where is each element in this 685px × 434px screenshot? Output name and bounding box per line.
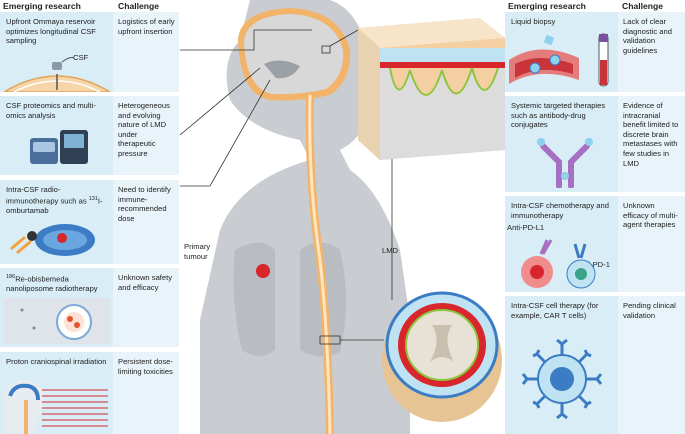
primary-tumour-mark xyxy=(256,264,270,278)
lung-shape xyxy=(233,242,275,356)
meninges-block xyxy=(358,18,505,160)
sequencer-machine-icon xyxy=(30,130,88,164)
anti-pd-l1-label: Anti-PD-L1 xyxy=(507,223,545,232)
checkpoint-inhibitor-illustration xyxy=(521,239,596,289)
left-header-challenge: Challenge xyxy=(118,1,160,11)
left-card-proteomics: CSF proteomics and multi-omics analysis … xyxy=(0,96,179,175)
left-card-radioimmuno: Intra-CSF radio-immunotherapy such as 13… xyxy=(0,180,179,264)
biopsy-challenge-text: Lack of clear diagnostic and validation … xyxy=(623,17,672,55)
anti-pd-1-label: Anti-PD-1 xyxy=(577,260,610,269)
radioimmuno-challenge-text: Need to identify immune-recommended dose xyxy=(118,185,171,223)
craniospinal-irradiation-illustration xyxy=(4,379,108,434)
left-card-ommaya: Upfront Ommaya reservoir optimizes longi… xyxy=(0,12,179,92)
nanoliposome-research-text: 186Re-obisbemeda nanoliposome radiothera… xyxy=(6,274,98,294)
biopsy-research-text: Liquid biopsy xyxy=(511,17,556,26)
left-card-proton: Proton craniospinal irradiation Persiste… xyxy=(0,352,179,434)
antibody-drug-conjugate-icon xyxy=(537,138,593,188)
spinal-cross-section xyxy=(382,291,502,422)
right-header-challenge: Challenge xyxy=(622,1,664,11)
primary-tumour-label: Primary tumour xyxy=(184,242,211,261)
brain xyxy=(244,14,344,95)
lmd-label: LMD xyxy=(382,246,399,255)
ommaya-research-text: Upfront Ommaya reservoir optimizes longi… xyxy=(6,17,96,46)
right-header-research: Emerging research xyxy=(508,1,586,11)
liquid-biopsy-illustration xyxy=(509,33,609,87)
nanoliposome-challenge-text: Unknown safety and efficacy xyxy=(118,273,173,292)
car-t-cell-illustration xyxy=(521,338,603,420)
right-card-systemic: Systemic targeted therapies such as anti… xyxy=(505,96,685,192)
radiolabelled-antibody-illustration xyxy=(10,224,95,256)
cell-therapy-challenge-text: Pending clinical validation xyxy=(623,301,676,320)
systemic-challenge-text: Evidence of intracranial benefit limited… xyxy=(623,101,679,168)
proton-research-text: Proton craniospinal irradiation xyxy=(6,357,107,366)
proteomics-research-text: CSF proteomics and multi-omics analysis xyxy=(6,101,96,120)
central-anatomy-illustration xyxy=(180,0,505,434)
left-card-nanoliposome: 186Re-obisbemeda nanoliposome radiothera… xyxy=(0,268,179,347)
right-card-chemo-immuno: Intra-CSF chemotherapy and immunotherapy… xyxy=(505,196,685,292)
systemic-research-text: Systemic targeted therapies such as anti… xyxy=(511,101,606,130)
radioimmuno-research-text: Intra-CSF radio-immunotherapy such as 13… xyxy=(6,185,103,215)
left-header-research: Emerging research xyxy=(3,1,81,11)
proton-challenge-text: Persistent dose-limiting toxicities xyxy=(118,357,173,376)
cell-therapy-research-text: Intra-CSF cell therapy (for example, CAR… xyxy=(511,301,599,320)
right-card-liquid-biopsy: Liquid biopsy Lack of clear diagnostic a… xyxy=(505,12,685,92)
proteomics-challenge-text: Heterogeneous and evolving nature of LMD… xyxy=(118,101,170,158)
ommaya-reservoir-illustration xyxy=(4,57,110,92)
chemo-research-text: Intra-CSF chemotherapy and immunotherapy xyxy=(511,201,609,220)
nanoliposome-illustration xyxy=(4,298,110,344)
csf-label: CSF xyxy=(73,53,89,62)
ommaya-challenge-text: Logistics of early upfront insertion xyxy=(118,17,175,36)
right-card-cell-therapy: Intra-CSF cell therapy (for example, CAR… xyxy=(505,296,685,434)
chemo-challenge-text: Unknown efficacy of multi-agent therapie… xyxy=(623,201,678,230)
